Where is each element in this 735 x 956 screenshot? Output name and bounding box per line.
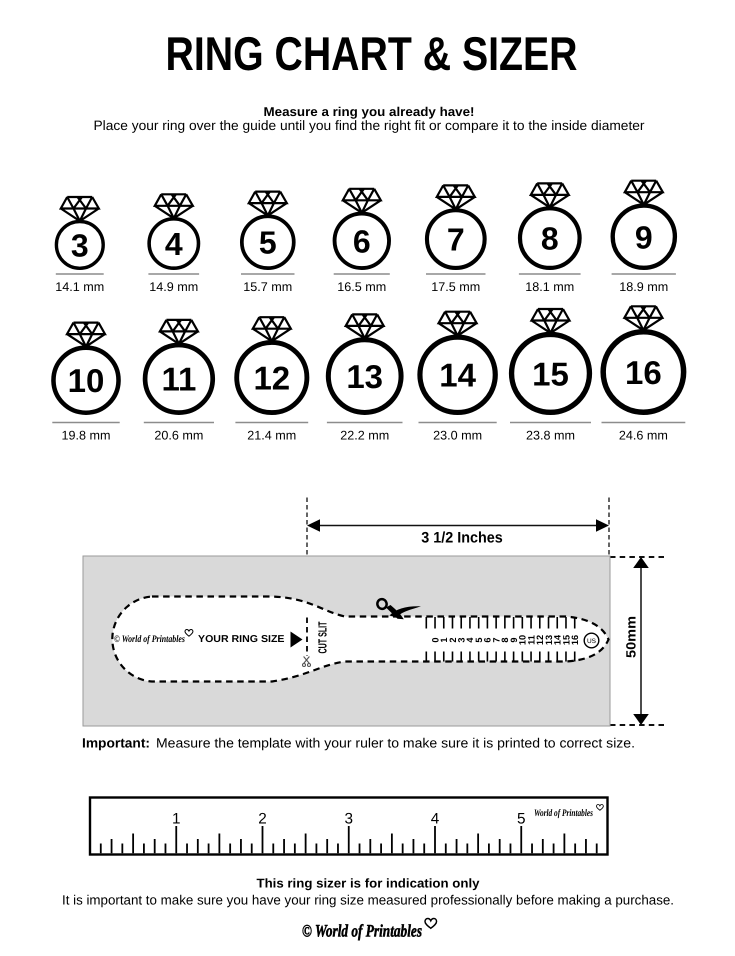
svg-text:2: 2: [448, 637, 458, 642]
svg-text:18.9 mm: 18.9 mm: [619, 280, 668, 294]
svg-text:Important:: Important:: [82, 736, 150, 751]
svg-text:50mm: 50mm: [624, 616, 639, 658]
svg-text:15.7 mm: 15.7 mm: [243, 280, 292, 294]
svg-text:14: 14: [553, 634, 563, 645]
svg-text:3: 3: [456, 637, 466, 642]
svg-text:15: 15: [532, 355, 569, 392]
svg-text:RING CHART & SIZER: RING CHART & SIZER: [166, 28, 578, 81]
svg-text:CUT SLIT: CUT SLIT: [315, 621, 329, 653]
svg-text:Measure the template with your: Measure the template with your ruler to …: [156, 736, 635, 751]
svg-text:7: 7: [447, 222, 465, 258]
svg-text:17.5 mm: 17.5 mm: [431, 280, 480, 294]
svg-text:24.6 mm: 24.6 mm: [619, 429, 668, 443]
svg-text:8: 8: [541, 221, 559, 257]
svg-text:23.8 mm: 23.8 mm: [526, 429, 575, 443]
svg-text:US: US: [587, 638, 597, 645]
svg-text:© World of Printables: © World of Printables: [114, 634, 185, 645]
svg-text:World of Printables: World of Printables: [534, 808, 593, 819]
svg-text:11: 11: [161, 361, 196, 398]
svg-text:6: 6: [483, 637, 493, 642]
svg-text:5: 5: [259, 225, 277, 261]
svg-text:Place your ring over the guide: Place your ring over the guide until you…: [94, 118, 645, 133]
svg-text:3 1/2 Inches: 3 1/2 Inches: [421, 530, 503, 547]
svg-text:14.9 mm: 14.9 mm: [149, 280, 198, 294]
svg-text:10: 10: [68, 362, 105, 399]
svg-text:4: 4: [165, 226, 183, 262]
svg-text:4: 4: [465, 637, 475, 643]
svg-text:2: 2: [258, 811, 267, 828]
svg-text:18.1 mm: 18.1 mm: [525, 280, 574, 294]
svg-text:7: 7: [491, 637, 501, 642]
svg-text:YOUR RING SIZE: YOUR RING SIZE: [198, 634, 285, 645]
svg-text:6: 6: [353, 223, 371, 259]
svg-text:13: 13: [544, 635, 554, 645]
svg-text:11: 11: [526, 635, 536, 645]
svg-text:23.0 mm: 23.0 mm: [433, 429, 482, 443]
svg-text:4: 4: [431, 811, 440, 828]
svg-text:© World of Printables: © World of Printables: [302, 921, 422, 941]
svg-text:22.2 mm: 22.2 mm: [340, 429, 389, 443]
svg-text:19.8 mm: 19.8 mm: [62, 429, 111, 443]
svg-text:1: 1: [439, 637, 449, 642]
svg-text:21.4 mm: 21.4 mm: [247, 429, 296, 443]
svg-text:1: 1: [172, 811, 181, 828]
svg-text:3: 3: [345, 811, 354, 828]
svg-text:5: 5: [517, 811, 526, 828]
svg-text:Measure a ring you already hav: Measure a ring you already have!: [264, 104, 475, 119]
svg-text:This ring sizer is for indicat: This ring sizer is for indication only: [257, 876, 481, 891]
svg-text:14: 14: [439, 357, 476, 394]
svg-text:14.1 mm: 14.1 mm: [55, 280, 104, 294]
svg-text:8: 8: [500, 637, 510, 642]
svg-text:5: 5: [474, 637, 484, 642]
svg-text:3: 3: [71, 227, 89, 263]
svg-text:0: 0: [430, 637, 440, 642]
svg-text:9: 9: [509, 637, 519, 642]
svg-text:It is important to make sure y: It is important to make sure you have yo…: [62, 893, 674, 908]
svg-text:16.5 mm: 16.5 mm: [337, 280, 386, 294]
svg-text:15: 15: [561, 635, 571, 645]
svg-text:16: 16: [625, 354, 662, 391]
svg-text:20.6 mm: 20.6 mm: [154, 429, 203, 443]
svg-text:12: 12: [253, 359, 290, 396]
svg-text:13: 13: [346, 358, 383, 395]
svg-text:10: 10: [518, 635, 528, 645]
svg-text:16: 16: [570, 635, 580, 645]
svg-text:12: 12: [535, 635, 545, 645]
svg-text:9: 9: [635, 219, 653, 255]
